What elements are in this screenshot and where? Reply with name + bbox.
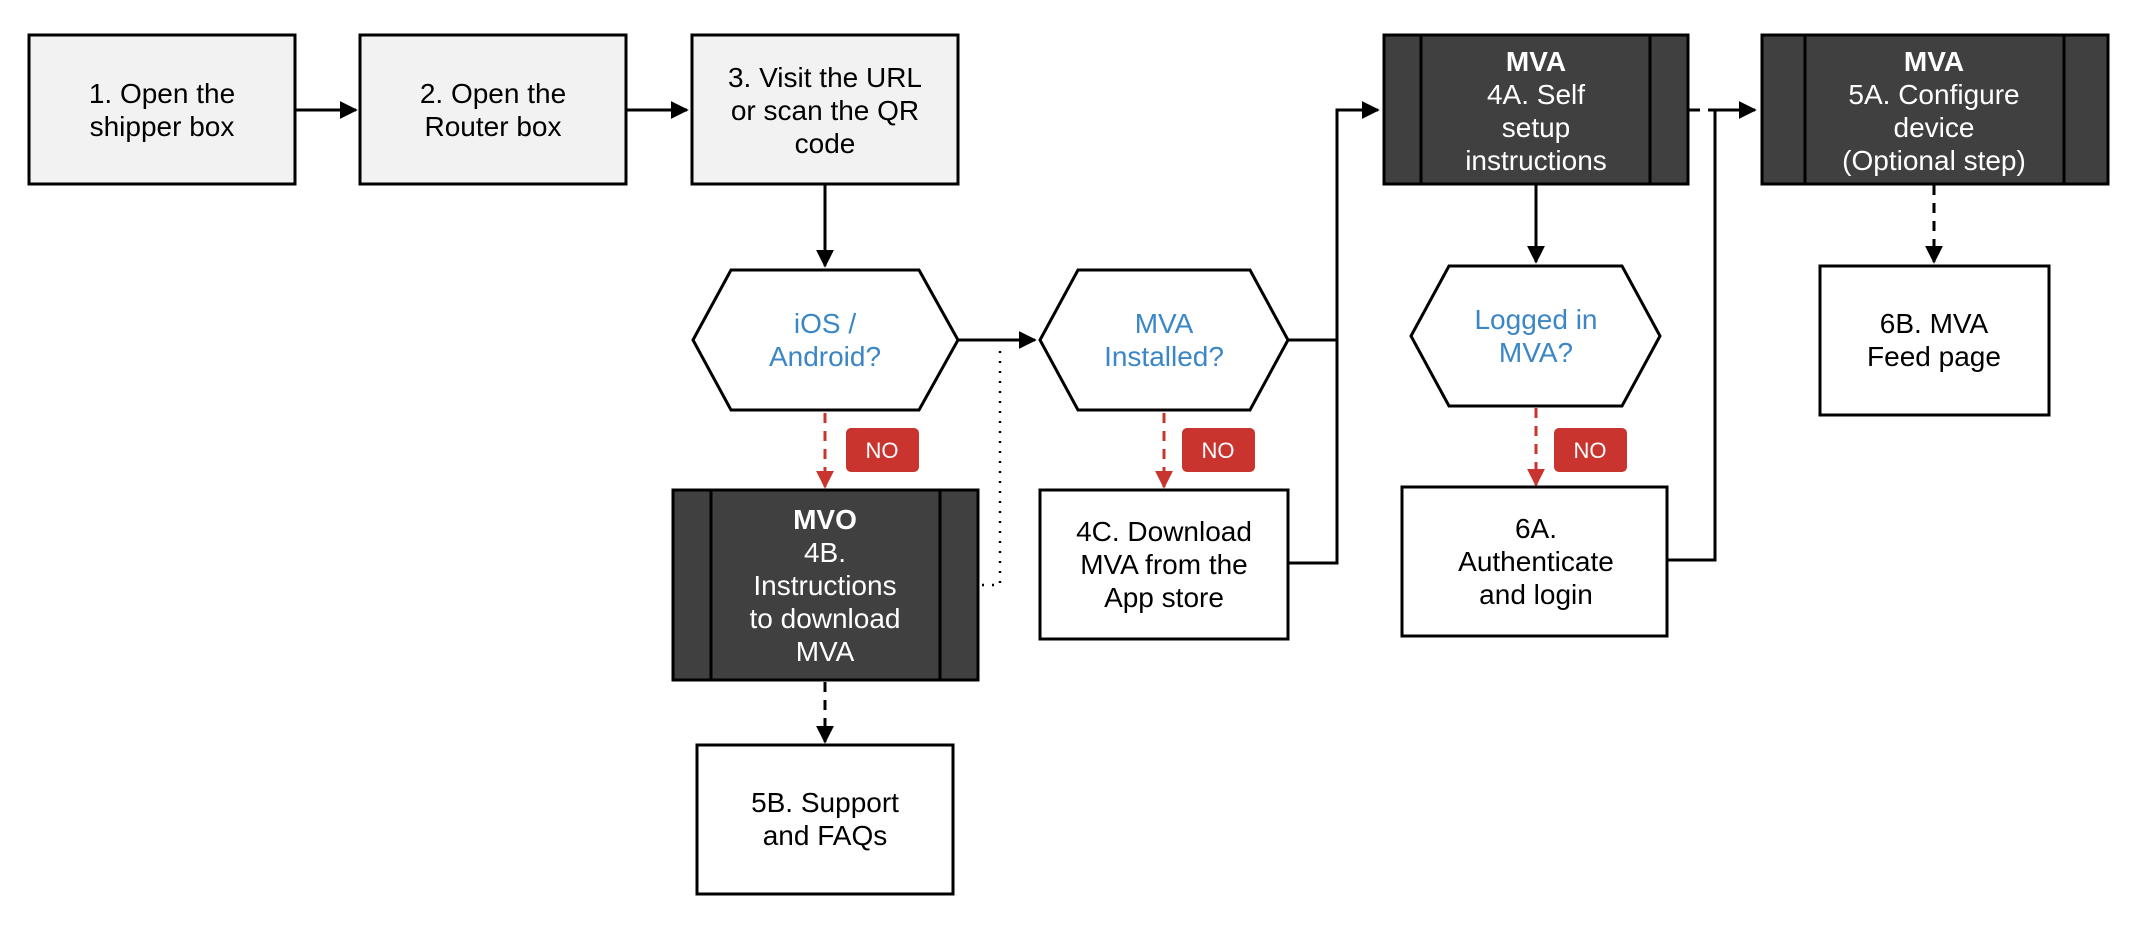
step6b-line2: Feed page <box>1867 341 2001 372</box>
node-step4a: MVA 4A. Self setup instructions <box>1382 33 1690 186</box>
node-step2: 2. Open the Router box <box>358 33 628 186</box>
ios-decision-line1: iOS / <box>794 308 856 339</box>
arrow-installed-to-4a <box>1288 101 1380 342</box>
step4c-line1: 4C. Download <box>1076 516 1252 547</box>
node-step6b: 6B. MVA Feed page <box>1818 264 2051 417</box>
step6b-line1: 6B. MVA <box>1880 308 1989 339</box>
node-step5a: MVA 5A. Configure device (Optional step) <box>1760 33 2110 186</box>
step4b-heading: MVO <box>793 504 857 535</box>
step4b-line4: MVA <box>796 636 855 667</box>
step4c-line2: MVA from the <box>1080 549 1248 580</box>
no-badge-installed: NO <box>1182 428 1255 472</box>
step2-line1: 2. Open the <box>420 78 566 109</box>
connectors <box>296 101 1943 744</box>
step4b-line2: Instructions <box>753 570 896 601</box>
step3-line2: or scan the QR <box>731 95 919 126</box>
step6a-line1: 6A. <box>1515 513 1557 544</box>
step4a-line2: setup <box>1502 112 1571 143</box>
step5a-line1: 5A. Configure <box>1848 79 2019 110</box>
line-6a-to-5a <box>1668 110 1717 562</box>
no-badge-ios-label: NO <box>866 438 899 463</box>
no-connectors <box>816 408 1545 489</box>
step6a-line3: and login <box>1479 579 1593 610</box>
node-step3: 3. Visit the URL or scan the QR code <box>690 33 960 186</box>
step4a-line3: instructions <box>1465 145 1607 176</box>
no-badge-loggedin-label: NO <box>1574 438 1607 463</box>
no-badge-ios: NO <box>846 428 919 472</box>
step4b-line3: to download <box>749 603 900 634</box>
step4c-line3: App store <box>1104 582 1224 613</box>
installed-decision-line2: Installed? <box>1104 341 1224 372</box>
node-ios-android-decision: iOS / Android? <box>691 268 960 412</box>
step3-line1: 3. Visit the URL <box>728 62 922 93</box>
installed-decision-line1: MVA <box>1135 308 1194 339</box>
step3-line3: code <box>795 128 856 159</box>
node-step6a: 6A. Authenticate and login <box>1400 485 1669 638</box>
step4a-line1: 4A. Self <box>1487 79 1585 110</box>
node-mva-installed-decision: MVA Installed? <box>1038 268 1290 412</box>
line-4c-to-4a <box>1288 340 1339 565</box>
loggedin-decision-line1: Logged in <box>1474 304 1597 335</box>
step4b-line1: 4B. <box>804 537 846 568</box>
ios-decision-line2: Android? <box>769 341 881 372</box>
step5a-line3: (Optional step) <box>1842 145 2026 176</box>
step1-line2: shipper box <box>90 111 235 142</box>
step4a-heading: MVA <box>1506 46 1566 77</box>
step5a-line2: device <box>1894 112 1975 143</box>
node-step1: 1. Open the shipper box <box>27 33 297 186</box>
node-step4b: MVO 4B. Instructions to download MVA <box>671 488 980 682</box>
node-step4c: 4C. Download MVA from the App store <box>1038 488 1290 641</box>
no-badge-installed-label: NO <box>1202 438 1235 463</box>
loggedin-decision-line2: MVA? <box>1499 337 1573 368</box>
step2-line2: Router box <box>425 111 562 142</box>
node-logged-in-decision: Logged in MVA? <box>1409 264 1662 408</box>
step5b-line2: and FAQs <box>763 820 888 851</box>
node-step5b: 5B. Support and FAQs <box>695 743 955 896</box>
step5a-heading: MVA <box>1904 46 1964 77</box>
step1-line1: 1. Open the <box>89 78 235 109</box>
step6a-line2: Authenticate <box>1458 546 1614 577</box>
no-badge-loggedin: NO <box>1554 428 1627 472</box>
step5b-line1: 5B. Support <box>751 787 899 818</box>
dotted-4b-to-ios-line <box>982 345 1002 587</box>
